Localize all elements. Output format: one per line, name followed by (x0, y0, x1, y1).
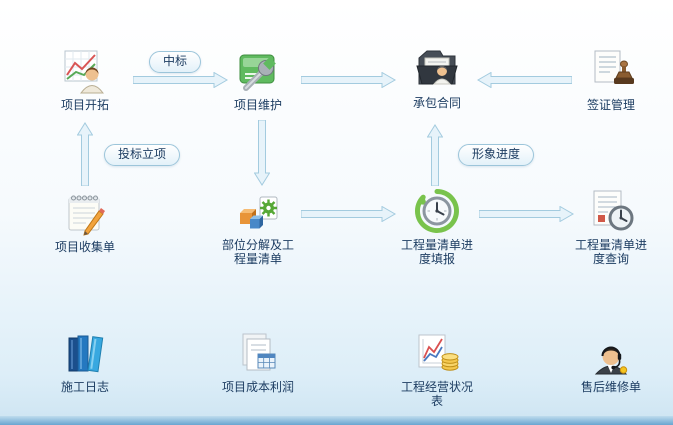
project-develop-icon (62, 48, 108, 94)
edge-label-bid-initiation: 投标立项 (104, 144, 181, 166)
node-project-maintain-label: 项目维护 (233, 98, 282, 112)
node-visa-manage-label: 签证管理 (586, 98, 635, 112)
arrow-maintain-to-contract (301, 72, 396, 88)
operation-status-icon (414, 330, 460, 376)
arrow-maintain-to-breakdown (254, 120, 270, 186)
node-boq-breakdown-label: 部位分解及工程量清单 (221, 238, 294, 266)
arrow-fill-to-contract (427, 124, 443, 186)
node-cost-profit[interactable]: 项目成本利润 (213, 330, 303, 394)
node-visa-manage[interactable]: 签证管理 (566, 48, 656, 112)
node-project-collect[interactable]: 项目收集单 (40, 190, 130, 254)
node-construction-log-label: 施工日志 (60, 380, 109, 394)
node-contract-label: 承包合同 (412, 96, 461, 110)
project-collect-icon (62, 190, 108, 236)
contract-folder-icon (414, 46, 460, 92)
after-sales-icon (588, 330, 634, 376)
edge-label-win-bid: 中标 (149, 51, 202, 73)
node-contract[interactable]: 承包合同 (392, 46, 482, 110)
construction-log-icon (62, 330, 108, 376)
node-after-sales[interactable]: 售后维修单 (566, 330, 656, 394)
node-operation-status-label: 工程经营状况表 (400, 380, 473, 408)
node-project-collect-label: 项目收集单 (54, 240, 115, 254)
node-operation-status[interactable]: 工程经营状况表 (392, 330, 482, 408)
arrow-breakdown-to-fill (301, 206, 396, 222)
node-project-develop-label: 项目开拓 (60, 98, 109, 112)
node-boq-breakdown[interactable]: 部位分解及工程量清单 (213, 188, 303, 266)
visa-manage-icon (588, 48, 634, 94)
bottom-gradient-bar (0, 416, 673, 425)
arrow-develop-to-maintain (133, 72, 228, 88)
node-construction-log[interactable]: 施工日志 (40, 330, 130, 394)
boq-progress-fill-icon (414, 188, 460, 234)
node-project-maintain[interactable]: 项目维护 (213, 48, 303, 112)
node-boq-progress-query[interactable]: 工程量清单进度查询 (566, 188, 656, 266)
arrow-visa-to-contract (477, 72, 572, 88)
node-cost-profit-label: 项目成本利润 (221, 380, 294, 394)
node-boq-progress-query-label: 工程量清单进度查询 (574, 238, 647, 266)
boq-progress-query-icon (588, 188, 634, 234)
node-boq-progress-fill[interactable]: 工程量清单进度填报 (392, 188, 482, 266)
arrow-fill-to-query (479, 206, 574, 222)
project-maintain-icon (235, 48, 281, 94)
node-boq-progress-fill-label: 工程量清单进度填报 (400, 238, 473, 266)
cost-profit-icon (235, 330, 281, 376)
edge-label-visual-progress: 形象进度 (458, 144, 535, 166)
node-project-develop[interactable]: 项目开拓 (40, 48, 130, 112)
arrow-collect-to-develop (77, 122, 93, 186)
node-after-sales-label: 售后维修单 (580, 380, 641, 394)
boq-breakdown-icon (235, 188, 281, 234)
